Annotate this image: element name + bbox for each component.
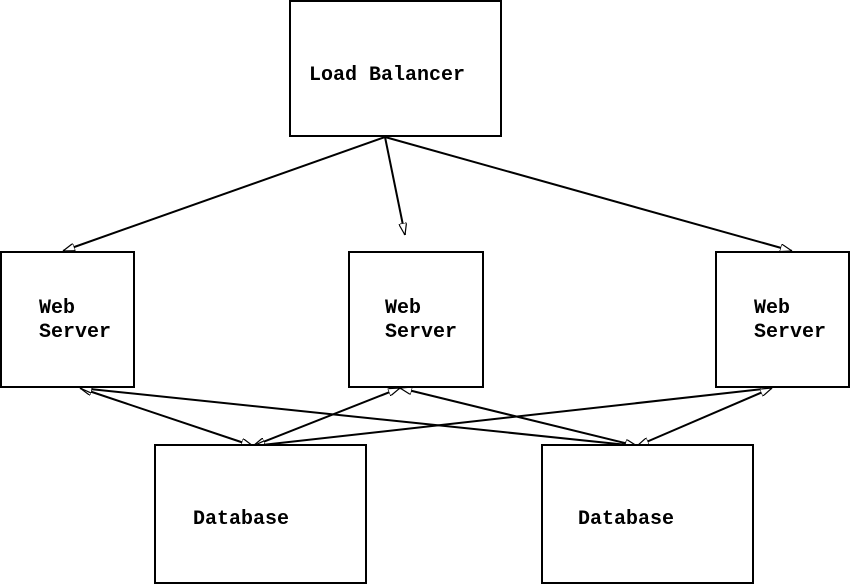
edge-load-balancer-to-web-server-2	[384, 136, 405, 235]
database-2-box: Database	[541, 444, 754, 584]
web-server-3-label: Web Server	[754, 297, 826, 345]
web-server-2-label-line-2: Server	[385, 321, 458, 344]
web-server-3-label-line-2: Server	[754, 321, 827, 344]
web-server-2-label-line-1: Web	[385, 297, 422, 320]
edge-load-balancer-to-web-server-3	[384, 136, 792, 251]
web-server-3-box: Web Server	[715, 251, 850, 388]
web-server-1-box: Web Server	[0, 251, 135, 388]
load-balancer-label: Load Balancer	[309, 64, 466, 87]
web-server-3-label-line-1: Web	[754, 297, 791, 320]
edge-web-server-3-to-database-1	[253, 388, 772, 446]
database-1-label: Database	[193, 508, 290, 531]
web-server-1-label-line-2: Server	[39, 321, 112, 344]
edge-load-balancer-to-web-server-1	[63, 136, 386, 252]
web-server-1-label-line-1: Web	[39, 297, 76, 320]
edge-web-server-3-to-database-2	[637, 387, 772, 447]
web-server-1-label: Web Server	[39, 297, 111, 345]
database-1-box: Database	[154, 444, 367, 584]
web-server-2-box: Web Server	[348, 251, 484, 388]
load-balancer-box: Load Balancer	[289, 0, 502, 137]
web-server-2-label: Web Server	[385, 297, 457, 345]
database-2-label: Database	[578, 508, 675, 531]
